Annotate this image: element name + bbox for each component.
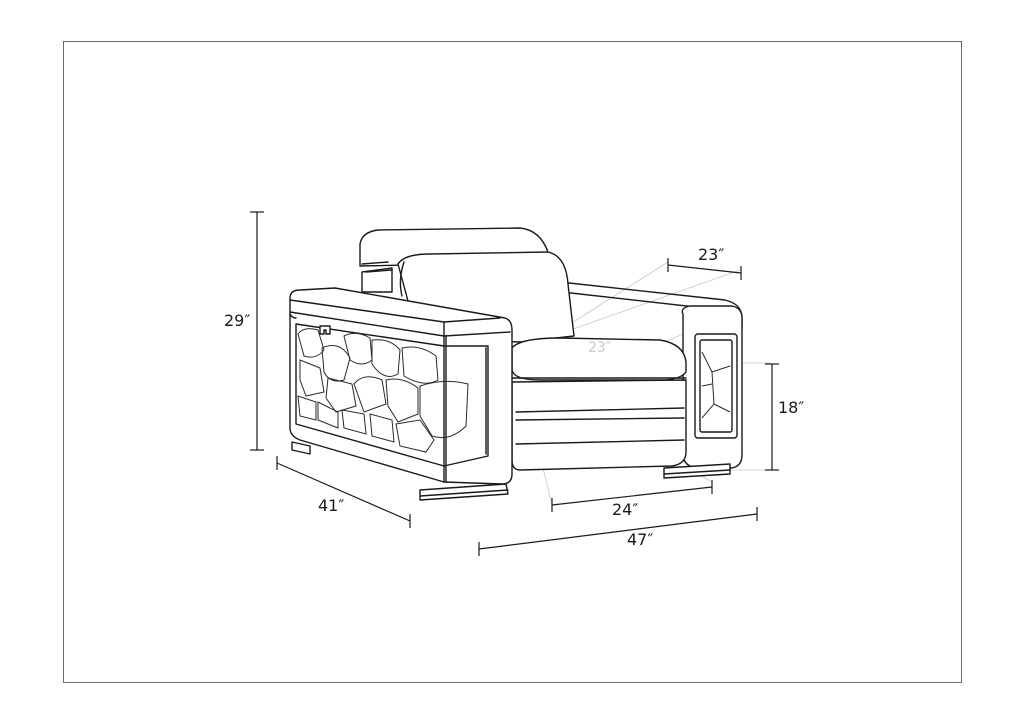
dimension-seat-width <box>551 480 713 512</box>
seat-height-label: 18″ <box>778 398 804 417</box>
dimension-height <box>250 211 264 451</box>
seat-base <box>511 379 687 471</box>
width-label: 47″ <box>627 530 653 549</box>
diagram-frame <box>63 41 962 683</box>
feet <box>291 441 731 501</box>
left-arm <box>289 287 513 485</box>
right-arm <box>559 281 743 469</box>
dimension-seat-depth <box>667 258 742 280</box>
depth-label: 41″ <box>318 496 344 515</box>
seat-depth-label: 23″ <box>698 245 724 264</box>
dimension-depth <box>276 456 411 528</box>
seat-width-label: 24″ <box>612 500 638 519</box>
seat-depth-inner-label: 23″ <box>588 340 611 356</box>
dimension-seat-height <box>765 363 779 471</box>
seat-cushion <box>511 337 687 381</box>
dimension-width <box>478 507 758 556</box>
height-label: 29″ <box>224 311 250 330</box>
